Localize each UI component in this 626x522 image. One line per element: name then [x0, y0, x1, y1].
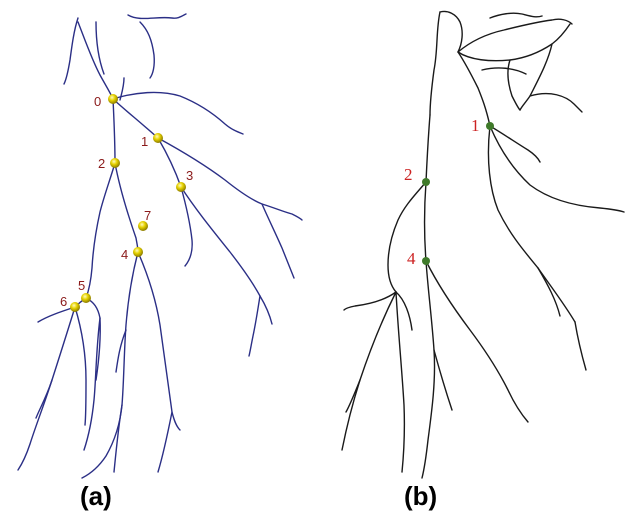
vessel-segment	[426, 261, 528, 422]
vessel-segment	[262, 204, 294, 278]
vessel-segment	[426, 115, 430, 182]
node-2-marker	[422, 178, 430, 186]
vessel-segment	[458, 52, 490, 126]
vessel-segment	[128, 14, 186, 19]
panel-b-label: (b)	[404, 481, 437, 511]
vessel-segment	[488, 126, 575, 322]
vessel-segment	[388, 182, 426, 292]
node-4-label: 4	[407, 249, 416, 268]
vessel-segment	[530, 94, 582, 112]
vessel-segment	[396, 292, 404, 472]
vessel-segment	[82, 252, 138, 478]
vessel-segment	[482, 68, 526, 74]
vessel-segment	[430, 12, 440, 115]
node-4-marker	[133, 247, 143, 257]
vessel-segment	[575, 322, 586, 370]
vessel-segment	[113, 92, 243, 134]
vessel-segment	[78, 22, 113, 99]
vessel-segment	[342, 292, 396, 450]
vessel-segment	[36, 380, 52, 418]
node-0-marker	[108, 94, 118, 104]
vessel-segment	[508, 60, 520, 110]
node-7-label: 7	[144, 208, 151, 223]
vessel-segment	[434, 350, 452, 410]
node-0-label: 0	[94, 94, 101, 109]
vessel-segment	[64, 18, 78, 84]
vessel-segment	[520, 44, 552, 110]
vessel-segment	[181, 187, 192, 266]
panel-a-nodes: 0 1 2 3 4 5 6 7	[60, 94, 193, 312]
vessel-segment	[138, 252, 180, 430]
panel-b: 1 2 4 (b)	[342, 11, 624, 511]
vessel-segment	[96, 22, 104, 74]
vessel-segment	[140, 22, 154, 78]
vessel-segment	[490, 126, 540, 162]
vessel-segment	[158, 412, 172, 472]
vessel-segment	[115, 163, 138, 252]
vessel-segment	[458, 19, 572, 52]
node-4-label: 4	[121, 247, 128, 262]
panel-a-vessel-tree	[18, 14, 302, 478]
node-2-label: 2	[98, 156, 105, 171]
node-5-marker	[81, 293, 91, 303]
node-6-marker	[70, 302, 80, 312]
panel-a-label: (a)	[80, 481, 112, 511]
node-2-marker	[110, 158, 120, 168]
node-3-label: 3	[186, 168, 193, 183]
node-1-label: 1	[471, 116, 480, 135]
vessel-segment	[113, 99, 158, 138]
vessel-segment	[38, 307, 75, 322]
node-1-marker	[486, 122, 494, 130]
node-1-label: 1	[141, 134, 148, 149]
vessel-segment	[158, 138, 181, 187]
vessel-segment	[490, 13, 542, 18]
node-4-marker	[422, 257, 430, 265]
vessel-segment	[158, 138, 302, 220]
node-2-label: 2	[404, 165, 413, 184]
panel-b-vessel-tree	[342, 11, 624, 478]
node-3-marker	[176, 182, 186, 192]
vessel-segment	[114, 405, 122, 472]
vessel-segment	[422, 261, 435, 478]
vessel-segment	[75, 307, 86, 425]
vessel-segment	[249, 296, 260, 356]
vessel-segment	[346, 380, 360, 412]
vessel-segment	[18, 307, 75, 470]
vessel-segment	[113, 99, 115, 163]
node-1-marker	[153, 133, 163, 143]
panel-a: 0 1 2 3 4 5 6 7 (a)	[18, 14, 302, 511]
node-6-label: 6	[60, 294, 67, 309]
vessel-segment	[86, 163, 115, 298]
node-5-label: 5	[78, 278, 85, 293]
vessel-segment	[538, 268, 560, 316]
vessel-segment	[425, 182, 427, 261]
